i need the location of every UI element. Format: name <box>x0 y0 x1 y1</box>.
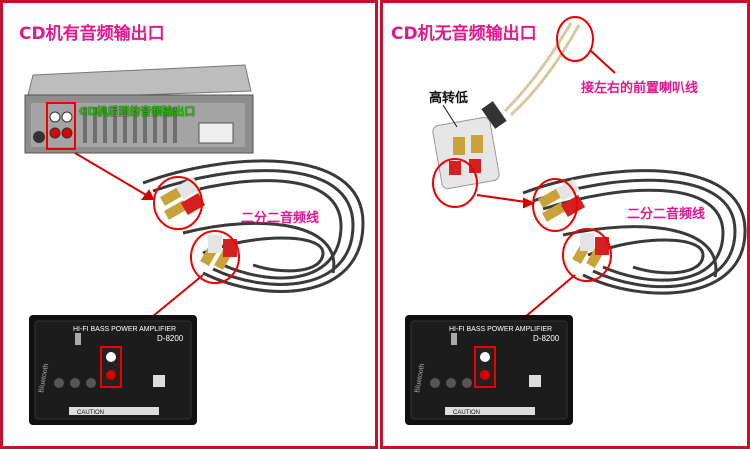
amp-name-right: HI-FI BASS POWER AMPLIFIER <box>449 326 552 333</box>
right-title: CD机无音频输出口 <box>391 24 537 44</box>
amplifier-board-right <box>405 315 573 425</box>
amp-caution-right: CAUTION <box>453 410 480 416</box>
rca-plugs-bottom-right <box>562 228 612 282</box>
high-low-converter <box>432 101 507 208</box>
rca-plugs-top <box>153 176 206 230</box>
front-speaker-wire-label: 接左右的前置喇叭线 <box>581 81 699 96</box>
panel-with-audio-output: CD机有音频输出口 <box>0 0 378 449</box>
amp-name-left: HI-FI BASS POWER AMPLIFIER <box>73 326 176 333</box>
rca-plugs-bottom <box>190 230 240 284</box>
right-illustration: HI-FI BASS POWER AMPLIFIER D-8200 Blueto… <box>405 16 747 425</box>
audio-cable-coil <box>142 159 365 293</box>
rca-plugs-top-right <box>532 178 586 232</box>
speaker-wire-ends-highlight <box>556 16 594 62</box>
left-cable-label: 二分二音频线 <box>241 211 320 226</box>
cd-player <box>24 64 254 154</box>
converter-label: 高转低 <box>429 91 469 106</box>
amplifier-board <box>29 315 197 425</box>
left-illustration: HI-FI BASS POWER AMPLIFIER D-8200 Blueto… <box>24 64 365 425</box>
amp-model-left: D-8200 <box>157 334 184 343</box>
right-cable-label: 二分二音频线 <box>627 207 706 222</box>
speaker-wires <box>503 22 581 117</box>
speaker-wire-pointer <box>590 50 616 74</box>
panel-without-audio-output: CD机无音频输出口 <box>380 0 750 449</box>
amp-model-right: D-8200 <box>533 334 560 343</box>
converter-pointer <box>442 104 458 128</box>
rear-audio-output-label: CD机后面的音频输出口 <box>79 105 196 118</box>
left-title: CD机有音频输出口 <box>19 24 165 44</box>
amp-caution-left: CAUTION <box>77 410 104 416</box>
